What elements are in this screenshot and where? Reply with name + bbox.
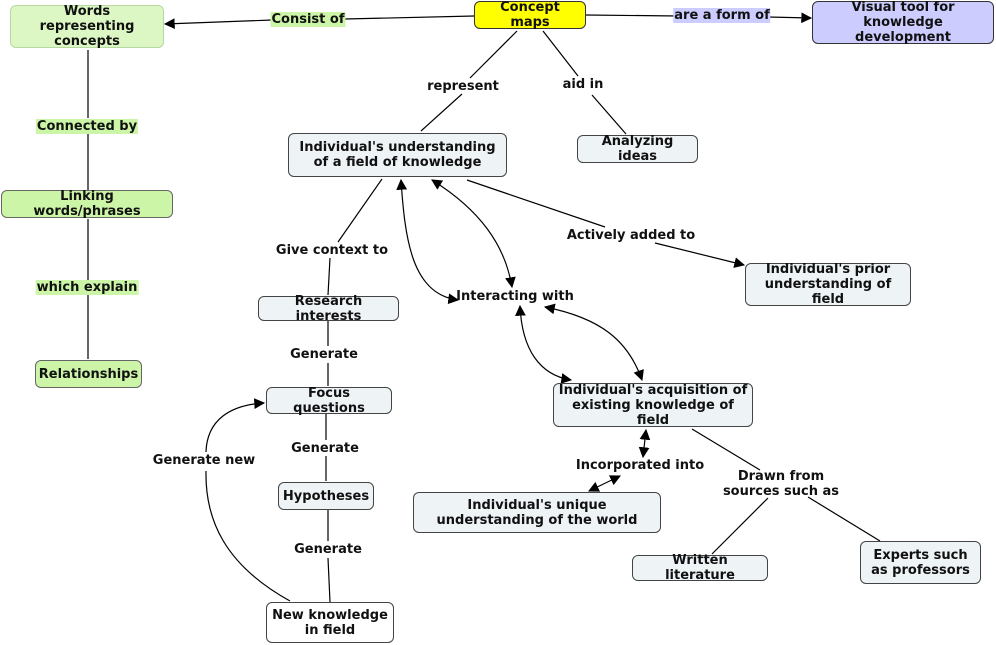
node-linking-words[interactable]: Linking words/phrases	[1, 189, 173, 219]
edge-acquisition-incorporated	[638, 428, 651, 459]
label-generate-3: Generate	[294, 542, 362, 557]
node-analyzing-ideas[interactable]: Analyzing ideas	[577, 134, 698, 164]
edge-drawn-experts	[807, 496, 881, 542]
node-experts[interactable]: Experts such as professors	[860, 541, 981, 584]
edge-form-of	[585, 14, 679, 17]
edge-understanding-interacting-a	[396, 178, 460, 305]
edge-represent-understanding	[420, 93, 463, 132]
edge-context-research	[327, 257, 331, 296]
node-concept-maps[interactable]: Concept maps	[474, 0, 586, 30]
node-visual-tool[interactable]: Visual tool for knowledge development	[812, 0, 994, 45]
edge-drawn-written	[711, 497, 769, 555]
edge-understanding-context	[337, 178, 383, 243]
edge-actively-prior	[654, 242, 746, 268]
label-drawn-from: Drawn from sources such as	[722, 469, 840, 499]
node-hypotheses[interactable]: Hypotheses	[278, 482, 374, 510]
node-unique-understanding[interactable]: Individual's unique understanding of the…	[413, 492, 661, 533]
edge-understanding-interacting-b	[431, 179, 516, 289]
edge-incorporated-unique	[588, 475, 621, 492]
edge-acquisition-drawn	[691, 428, 761, 471]
edge-gen-new-focus	[205, 398, 266, 453]
label-incorporated-into: Incorporated into	[575, 458, 705, 473]
edge-root-represent	[469, 30, 518, 79]
node-individual-understanding[interactable]: Individual's understanding of a field of…	[288, 133, 507, 177]
label-represent: represent	[427, 79, 499, 94]
edge-form-of-arrow	[767, 12, 813, 24]
edge-consist-of-arrow	[163, 18, 273, 30]
node-acquisition[interactable]: Individual's acquisition of existing kno…	[553, 383, 753, 428]
node-relationships[interactable]: Relationships	[35, 360, 142, 388]
label-aid-in: aid in	[562, 77, 604, 92]
edge-gen3-newknowledge	[327, 557, 331, 603]
label-interacting-with: Interacting with	[456, 289, 574, 304]
label-actively-added-to: Actively added to	[566, 228, 696, 243]
node-words-representing[interactable]: Words representing concepts	[10, 4, 164, 49]
edge-root-aid	[542, 30, 579, 77]
node-new-knowledge[interactable]: New knowledge in field	[266, 602, 394, 643]
label-generate-2: Generate	[291, 441, 359, 456]
label-consist-of: Consist of	[270, 12, 346, 27]
node-prior-understanding[interactable]: Individual's prior understanding of fiel…	[745, 262, 911, 307]
label-generate-1: Generate	[290, 347, 358, 362]
node-focus-questions[interactable]: Focus questions	[266, 386, 392, 416]
edge-newknowledge-gen-new	[205, 470, 291, 602]
edge-interacting-acquisition-b	[543, 303, 644, 382]
label-give-context-to: Give context to	[275, 243, 389, 258]
edge-interacting-acquisition-a	[515, 304, 573, 384]
edge-consist-of	[344, 15, 475, 20]
label-are-a-form-of: are a form of	[673, 8, 771, 23]
edge-understanding-actively	[466, 179, 606, 228]
label-generate-new: Generate new	[152, 453, 256, 468]
node-written-literature[interactable]: Written literature	[632, 553, 768, 583]
node-research-interests[interactable]: Research interests	[258, 294, 399, 324]
label-connected-by: Connected by	[35, 119, 139, 134]
edge-aid-analyzing	[591, 94, 627, 135]
label-which-explain: which explain	[35, 280, 139, 295]
